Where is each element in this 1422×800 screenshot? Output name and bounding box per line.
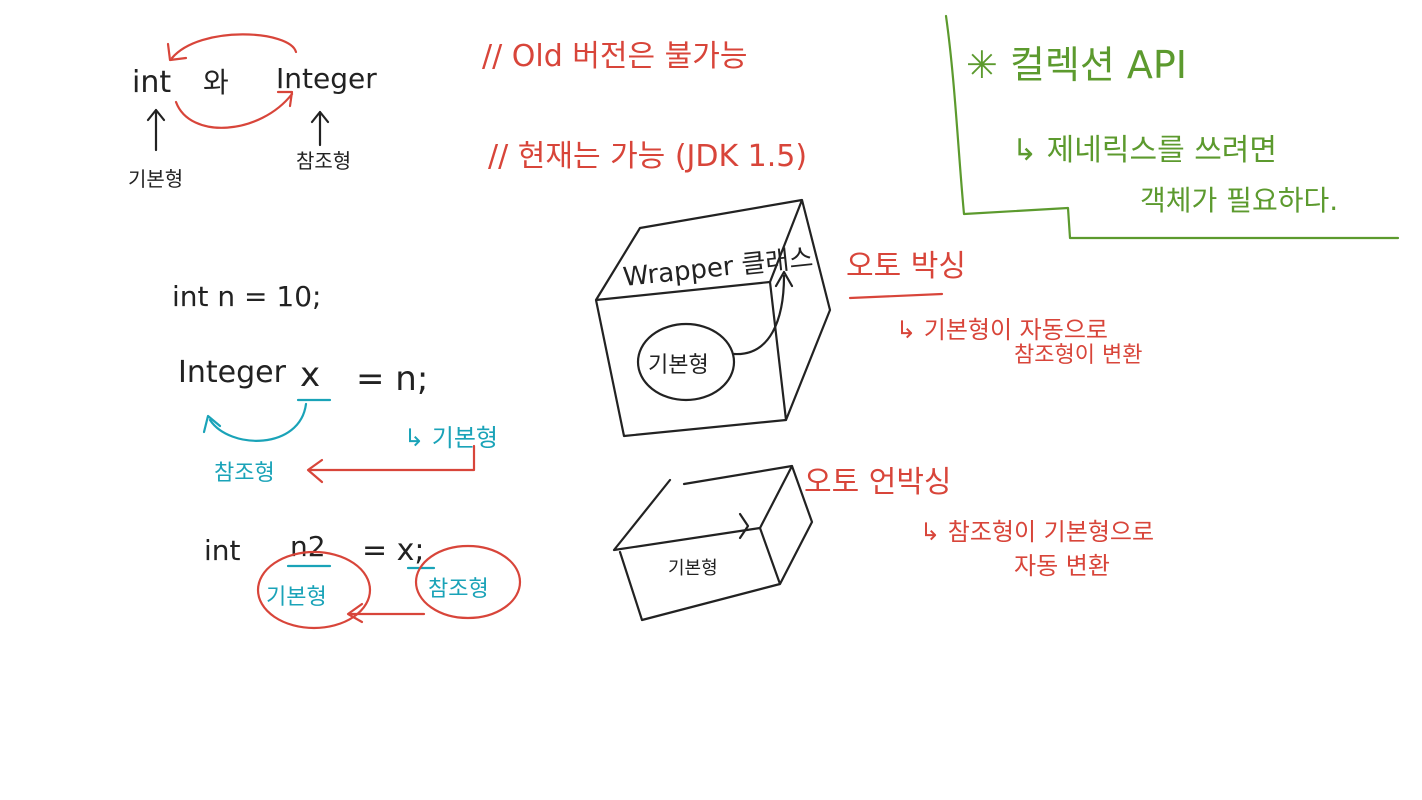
reference-circle bbox=[414, 544, 522, 620]
autoboxing-desc1: ↳ 기본형이 자동으로 bbox=[896, 316, 1108, 344]
code-line-1: int n = 10; bbox=[172, 280, 321, 313]
int-integer-relation: int 와 Integer 기본형 참조형 bbox=[128, 33, 377, 191]
primitive-to-reference-arrow bbox=[308, 444, 476, 472]
primitive-up-arrow bbox=[146, 108, 166, 152]
reference-to-primitive-arrow-head bbox=[346, 602, 364, 624]
unboxing-arrow bbox=[738, 512, 750, 540]
unboxing-note: 오토 언박싱 ↳ 참조형이 기본형으로 자동 변환 bbox=[804, 465, 1154, 580]
wrapper-class-box: Wrapper 클래스 기본형 bbox=[594, 198, 832, 438]
autoboxing-title: 오토 박싱 bbox=[846, 249, 966, 284]
reference-up-arrow bbox=[310, 110, 330, 147]
unboxing-desc2: 자동 변환 bbox=[1014, 552, 1110, 580]
collection-title: ✳ 컬렉션 API bbox=[966, 43, 1187, 87]
x-to-integer-arrow bbox=[208, 402, 308, 442]
unboxing-box: 기본형 bbox=[612, 464, 814, 622]
note-border bbox=[944, 14, 1400, 240]
primitive-core-circle bbox=[636, 322, 736, 402]
primitive-rhs-note: ↳ 기본형 bbox=[404, 424, 498, 452]
code-examples: int n = 10; Integer x = n; 참조형 ↳ 기본형 int… bbox=[172, 280, 522, 630]
version-notes: // Old 버전은 불가능 // 현재는 가능 (JDK 1.5) bbox=[482, 39, 807, 174]
autoboxing-underline bbox=[848, 292, 944, 300]
code-line-3-rest: = x; bbox=[362, 533, 425, 568]
reference-type-note: 참조형 bbox=[214, 461, 275, 486]
unboxing-inner-label: 기본형 bbox=[668, 558, 718, 579]
code-line-3-var: n2 bbox=[290, 530, 326, 563]
cycle-arrow-top-head bbox=[166, 42, 188, 62]
cycle-arrow-bottom bbox=[174, 92, 294, 129]
unboxing-desc1: ↳ 참조형이 기본형으로 bbox=[920, 518, 1154, 546]
code-line-2-type: Integer bbox=[178, 355, 287, 390]
unboxing-title: 오토 언박싱 bbox=[804, 465, 952, 500]
code-line-2-rest: = n; bbox=[356, 359, 428, 399]
reference-circle-label: 참조형 bbox=[428, 577, 489, 602]
integer-label: Integer bbox=[276, 62, 377, 95]
wrapper-label: Wrapper 클래스 bbox=[622, 243, 815, 293]
int-label: int bbox=[132, 65, 171, 100]
collection-line2: 객체가 필요하다. bbox=[1140, 184, 1338, 217]
primitive-circle-label: 기본형 bbox=[266, 585, 327, 610]
current-version-note: // 현재는 가능 (JDK 1.5) bbox=[488, 139, 807, 174]
boxing-arrow bbox=[732, 270, 794, 356]
autoboxing-note: 오토 박싱 ↳ 기본형이 자동으로 참조형이 변환 bbox=[846, 249, 1142, 368]
primitive-circle bbox=[256, 550, 372, 630]
wrapper-inner-label: 기본형 bbox=[648, 353, 709, 378]
cycle-arrow-bottom-head bbox=[276, 90, 294, 108]
wa-label: 와 bbox=[203, 66, 229, 99]
x-to-integer-arrow-head bbox=[202, 414, 222, 434]
code-line-3-type: int bbox=[204, 534, 241, 567]
primitive-to-reference-arrow-head bbox=[306, 458, 324, 484]
wrapper-box-shape bbox=[594, 198, 832, 438]
unboxing-box-shape bbox=[612, 464, 814, 622]
old-version-note: // Old 버전은 불가능 bbox=[482, 39, 747, 74]
primitive-type-label: 기본형 bbox=[128, 167, 183, 191]
reference-type-label: 참조형 bbox=[296, 149, 351, 173]
code-line-2-var: x bbox=[300, 355, 320, 395]
cycle-arrow-top bbox=[170, 33, 298, 60]
autoboxing-desc2: 참조형이 변환 bbox=[1014, 343, 1142, 368]
collection-api-note: ✳ 컬렉션 API ↳ 제네릭스를 쓰려면 객체가 필요하다. bbox=[944, 14, 1400, 240]
collection-line1: ↳ 제네릭스를 쓰려면 bbox=[1012, 133, 1277, 168]
